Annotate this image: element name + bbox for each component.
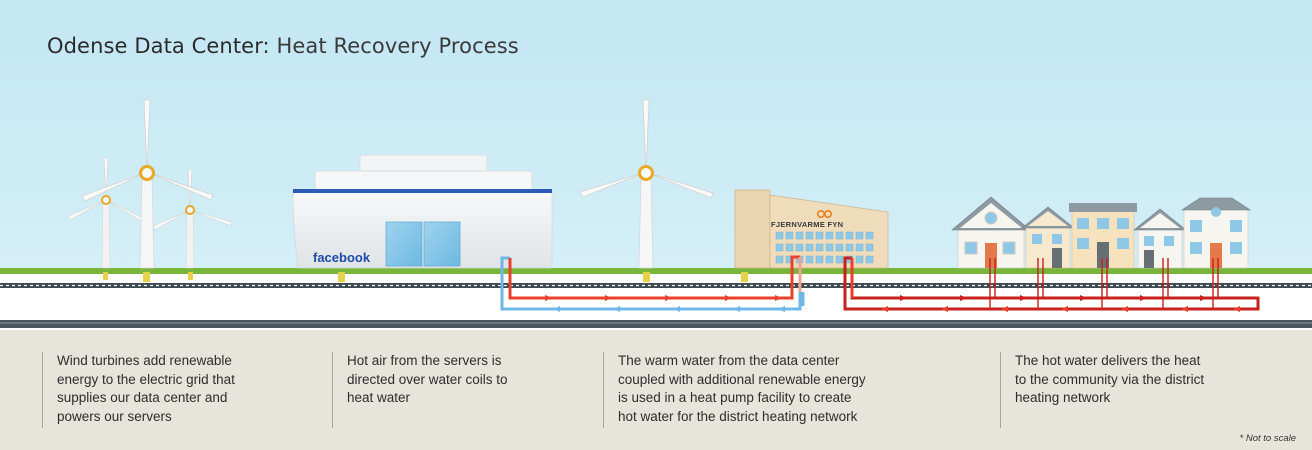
caption-hot-air: Hot air from the servers is directed ove… [332,352,567,428]
wind-turbine-cluster-left [67,99,233,282]
data-center-window-left [385,221,423,267]
data-center-water-loop [500,255,805,312]
facility-windows [775,231,874,264]
wind-turbine-small-right [152,169,233,269]
facebook-data-center [292,154,553,282]
fjernvarme-fyn-label: FJERNVARME FYN [771,220,844,229]
cool-water-pipe [500,256,802,311]
caption-hot-water-delivery: The hot water delivers the heat to the c… [1000,352,1245,428]
facebook-logo-label: facebook [313,250,371,265]
house-1 [951,196,1031,269]
house-3 [1069,203,1137,269]
grass-strip [0,268,1312,274]
return-flow-arrows [881,306,1240,312]
wind-turbine-middle [579,99,714,282]
caption-heat-pump: The warm water from the data center coup… [603,352,908,428]
data-center-window-right [423,221,461,267]
fjernvarme-logo-icon [816,210,832,219]
community-houses [951,196,1251,269]
caption-wind-turbines: Wind turbines add renewable energy to th… [42,352,287,428]
turbine-base-marker [143,272,150,282]
not-to-scale-note: * Not to scale [1239,433,1297,444]
house-connection-pipes [989,258,1219,309]
title-bold: Odense Data Center: [47,34,270,58]
warm-water-pipe [508,255,800,300]
house-5 [1181,197,1251,269]
warm-flow-arrows [545,295,782,301]
caption-panel: Wind turbines add renewable energy to th… [0,330,1312,450]
wind-turbine-large [81,99,214,269]
house-4 [1133,208,1187,269]
title-light: Heat Recovery Process [276,34,519,58]
data-center-blue-trim [293,189,552,193]
fjernvarme-fyn-facility [734,189,889,282]
house-2 [1021,206,1075,269]
cool-flow-arrows [553,306,785,312]
page-title: Odense Data Center: Heat Recovery Proces… [47,34,519,58]
hot-flow-arrows [900,295,1207,301]
wind-turbine-small-left [67,157,144,269]
district-heating-network [843,256,1260,312]
